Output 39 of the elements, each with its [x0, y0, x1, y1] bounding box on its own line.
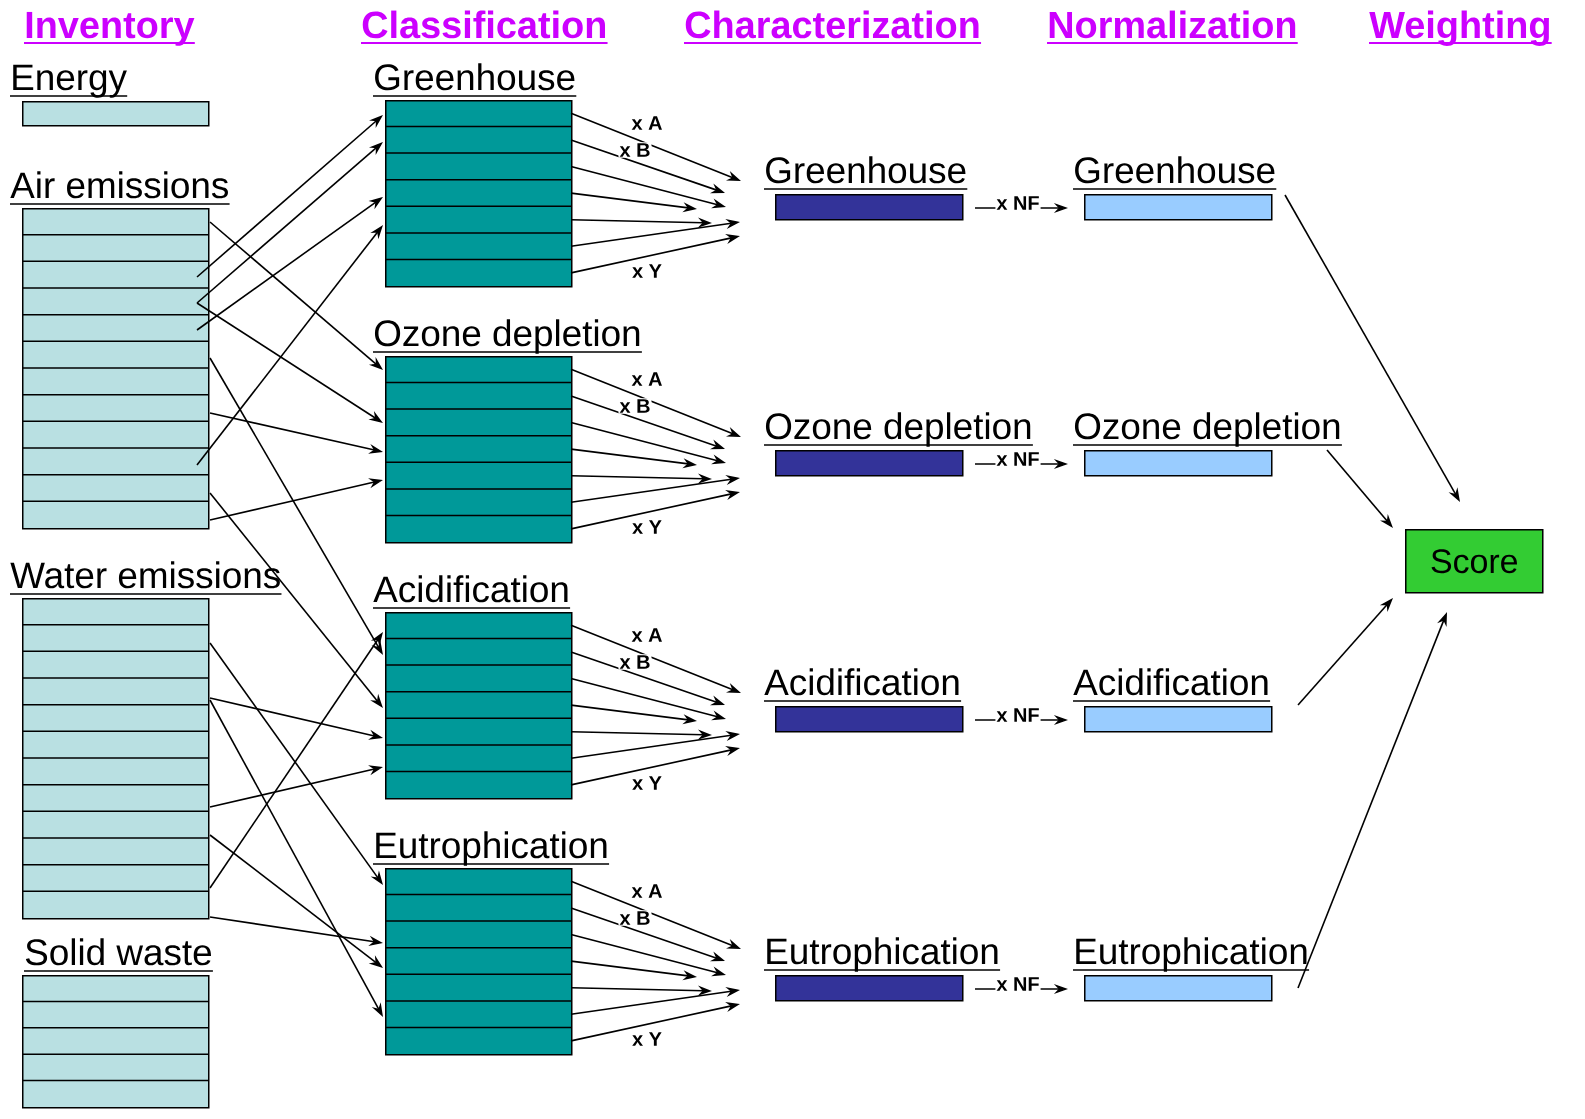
heading: Greenhouse [372, 63, 578, 97]
heading: Ozone depletion [372, 319, 643, 354]
heading: Ozone depletion [1072, 412, 1343, 447]
column-title: Classification [360, 10, 609, 44]
edge-label: x A [630, 371, 664, 387]
edge-label: x A [630, 883, 664, 899]
heading: Air emissions [9, 171, 231, 205]
edge-label: x Y [631, 263, 663, 279]
heading: Solid waste [23, 938, 214, 972]
column-title: Inventory [23, 11, 196, 46]
edge-label: x Y [631, 775, 663, 791]
edge-label: x NF [995, 976, 1041, 992]
heading: Eutrophication [1072, 937, 1310, 972]
edge-label: x Y [631, 519, 663, 535]
edge-label: x A [630, 115, 664, 131]
heading: Ozone depletion [763, 412, 1034, 447]
column-title: Weighting [1368, 10, 1553, 46]
edge-label: x B [618, 910, 652, 926]
heading: Greenhouse [763, 156, 969, 190]
heading: Eutrophication [372, 831, 610, 866]
edge-label: x Y [631, 1031, 663, 1047]
heading: Acidification [1072, 668, 1271, 702]
edge-label: x NF [995, 707, 1041, 723]
heading: Energy [9, 64, 128, 98]
edge-label: x NF [995, 195, 1041, 211]
edge-label: x B [618, 142, 652, 158]
arrow [1297, 598, 1393, 706]
column-title: Normalization [1046, 10, 1299, 44]
heading: Greenhouse [1072, 156, 1278, 190]
edge-label: x A [630, 627, 664, 643]
score-box: Score [1405, 529, 1544, 594]
edge-label: x NF [995, 451, 1041, 467]
heading: Eutrophication [763, 937, 1001, 972]
heading: Acidification [372, 575, 571, 609]
heading: Acidification [763, 668, 962, 702]
heading: Water emissions [9, 561, 283, 595]
column-title: Characterization [683, 10, 983, 44]
edge-label: x B [618, 398, 652, 414]
edge-label: x B [618, 654, 652, 670]
